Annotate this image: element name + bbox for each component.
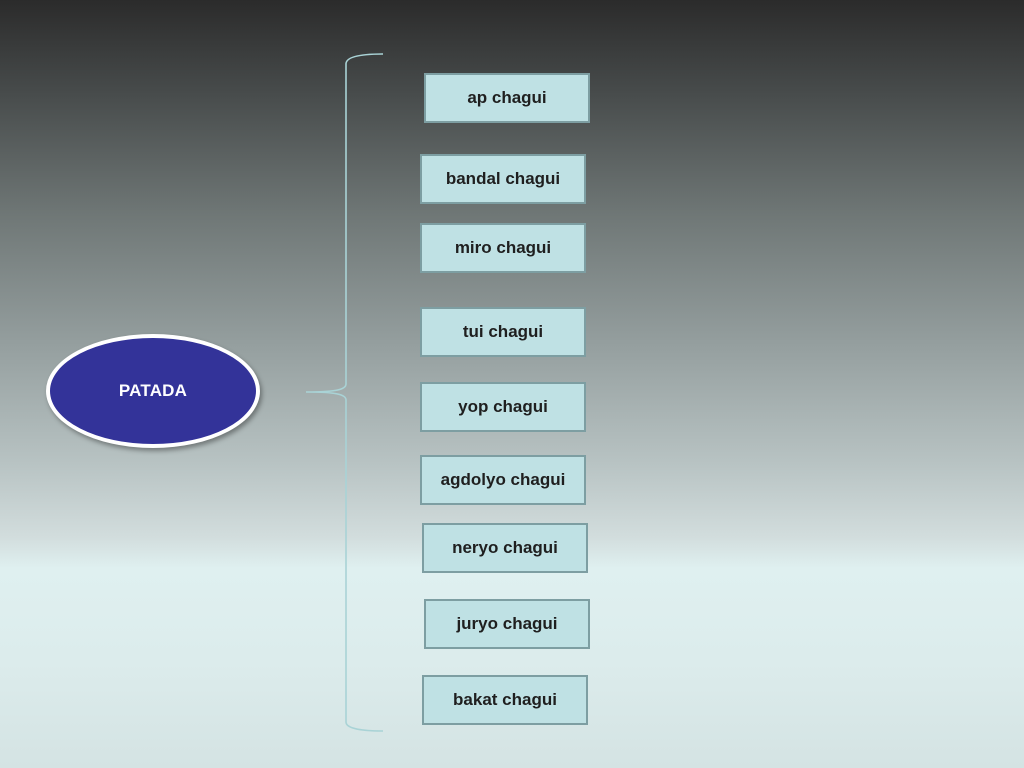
child-node-agdolyo-chagui: agdolyo chagui [420,455,586,505]
child-node-label: bandal chagui [445,169,561,188]
child-node-ap-chagui: ap chagui [424,73,590,123]
child-node-juryo-chagui: juryo chagui [424,599,590,649]
child-node-yop-chagui: yop chagui [420,382,586,432]
child-node-label: tui chagui [462,322,544,341]
child-node-tui-chagui: tui chagui [420,307,586,357]
child-node-miro-chagui: miro chagui [420,223,586,273]
child-node-label: yop chagui [458,397,548,416]
child-node-label: agdolyo chagui [440,470,566,489]
child-node-label: juryo chagui [456,614,558,633]
child-node-label: ap chagui [467,88,547,107]
child-node-neryo-chagui: neryo chagui [422,523,588,573]
child-node-bakat-chagui: bakat chagui [422,675,588,725]
root-node-label: PATADA [118,381,188,400]
root-node-patada: PATADA [46,334,260,448]
child-node-label: bakat chagui [453,690,557,709]
child-node-label: miro chagui [454,238,552,257]
child-node-bandal-chagui: bandal chagui [420,154,586,204]
child-node-label: neryo chagui [452,538,558,557]
